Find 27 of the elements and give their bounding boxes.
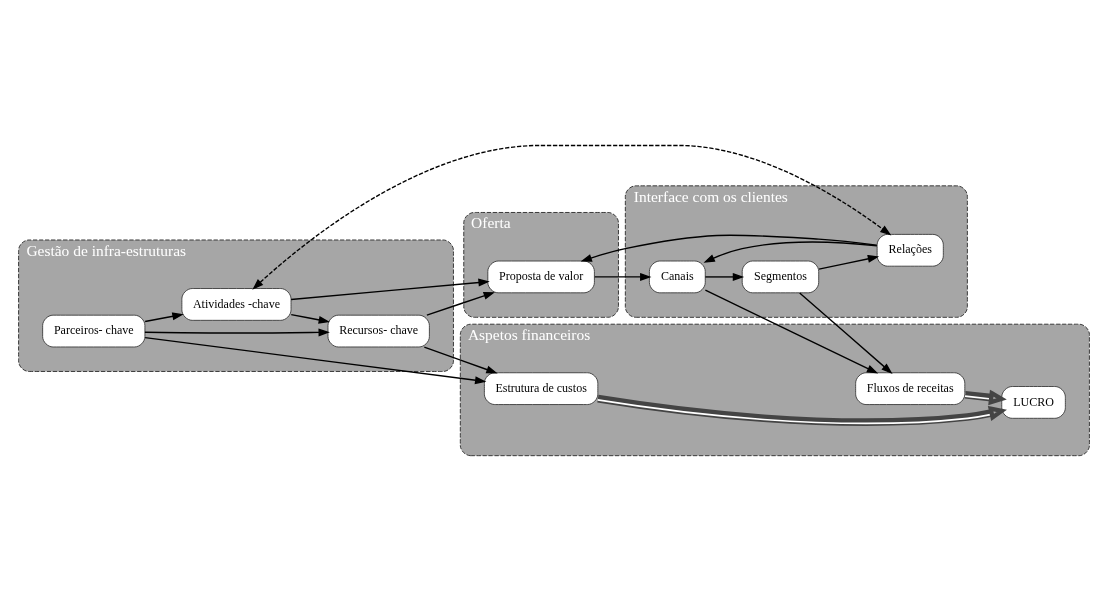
arrow — [580, 234, 878, 262]
arrow — [964, 389, 1007, 406]
node-box: Proposta de valor — [487, 260, 595, 294]
node-box: Relações — [876, 233, 944, 267]
arrow — [144, 312, 184, 323]
arrow — [423, 346, 498, 374]
node-box: Atividades -chave — [181, 288, 292, 321]
arrow — [704, 289, 879, 374]
arrow — [290, 278, 490, 301]
arrow — [144, 336, 487, 385]
arrow — [818, 255, 880, 270]
arrow — [798, 292, 893, 375]
arrow — [252, 144, 892, 290]
arrow — [704, 272, 745, 281]
arrow — [290, 313, 330, 324]
node-box: Canais — [648, 260, 706, 294]
node-box: Fluxos de receitas — [855, 372, 966, 405]
arrow — [594, 272, 652, 281]
node-box: LUCRO — [1001, 386, 1066, 419]
arrow — [426, 292, 495, 316]
node-box: Segmentos — [741, 260, 820, 294]
node-box: Estrutura de custos — [483, 372, 599, 405]
node-box: Recursos- chave — [327, 314, 430, 348]
arrow — [703, 241, 878, 263]
arrow — [597, 394, 1007, 426]
arrow — [144, 328, 330, 337]
node-box: Parceiros- chave — [42, 314, 146, 348]
